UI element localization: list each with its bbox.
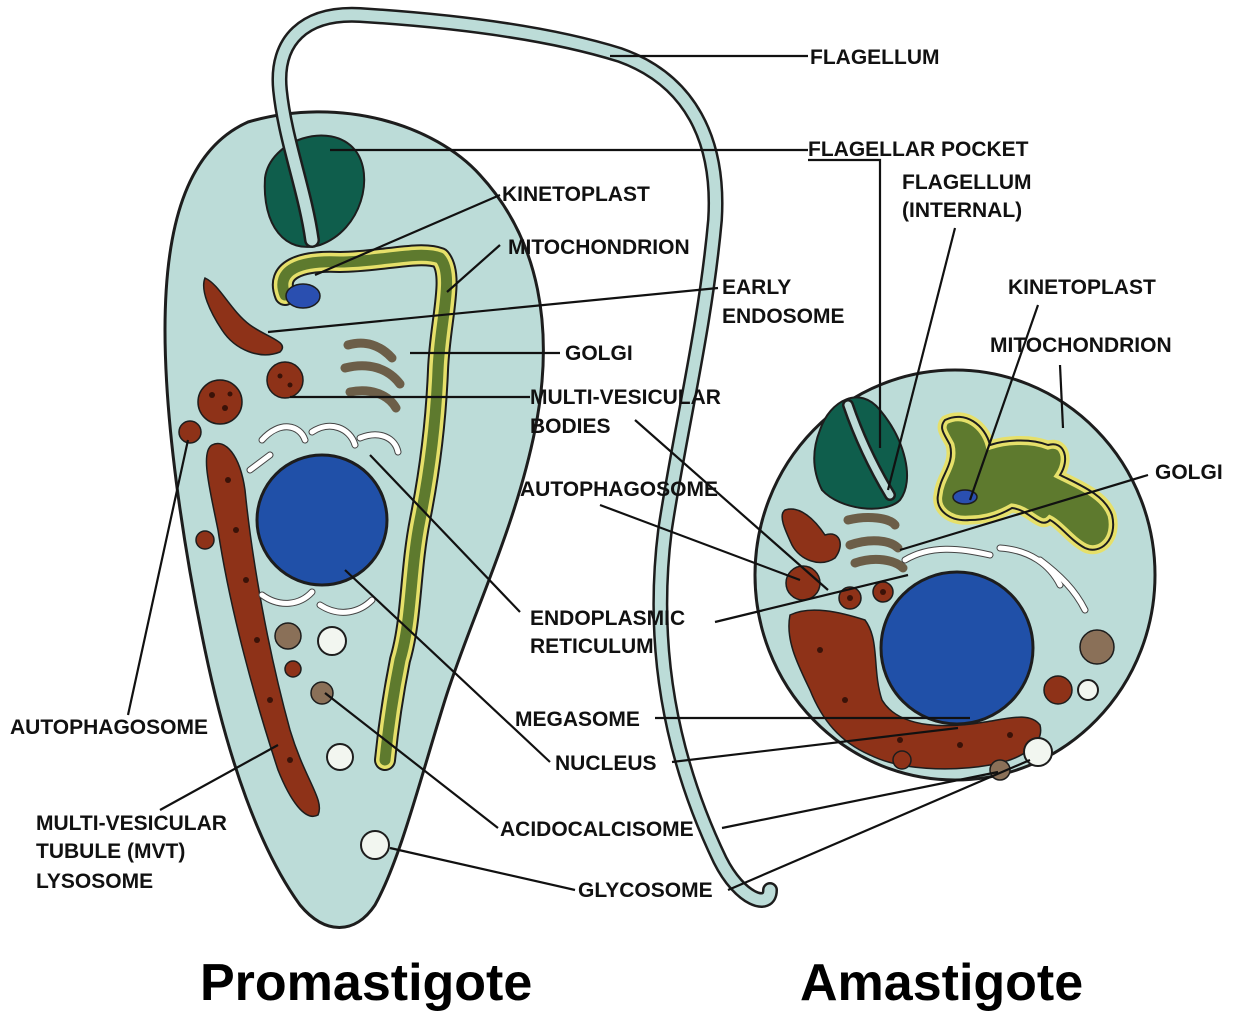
title-amastigote: Amastigote bbox=[800, 954, 1083, 1012]
label-er-1: ENDOPLASMIC bbox=[530, 607, 685, 630]
label-early-endosome-2: ENDOSOME bbox=[722, 305, 845, 328]
promastigote-kinetoplast bbox=[286, 284, 320, 308]
promastigote-glycosome-2 bbox=[327, 744, 353, 770]
label-nucleus: NUCLEUS bbox=[555, 752, 657, 775]
promastigote-glycosome-3 bbox=[361, 831, 389, 859]
amastigote-nucleus bbox=[881, 572, 1033, 724]
label-glycosome: GLYCOSOME bbox=[578, 879, 713, 902]
label-mvb-1: MULTI-VESICULAR bbox=[530, 386, 721, 409]
label-golgi-promastigote: GOLGI bbox=[565, 342, 633, 365]
label-flagellar-pocket: FLAGELLAR POCKET bbox=[808, 138, 1029, 161]
label-autophagosome-left: AUTOPHAGOSOME bbox=[10, 716, 208, 739]
promastigote-glycosome-1 bbox=[318, 627, 346, 655]
promastigote-cell bbox=[165, 15, 770, 928]
label-acidocalcisome: ACIDOCALCISOME bbox=[500, 818, 694, 841]
label-kinetoplast-promastigote: KINETOPLAST bbox=[502, 183, 650, 206]
label-megasome: MEGASOME bbox=[515, 708, 640, 731]
label-golgi-amastigote: GOLGI bbox=[1155, 461, 1223, 484]
label-flagellum: FLAGELLUM bbox=[810, 46, 939, 69]
label-mvt-2: TUBULE (MVT) bbox=[36, 840, 185, 863]
label-mvt-1: MULTI-VESICULAR bbox=[36, 812, 227, 835]
label-kinetoplast-amastigote: KINETOPLAST bbox=[1008, 276, 1156, 299]
promastigote-nucleus bbox=[257, 455, 387, 585]
promastigote-mvb-1 bbox=[198, 380, 242, 424]
promastigote-acidocalcisome-1 bbox=[275, 623, 301, 649]
label-mvt-3: LYSOSOME bbox=[36, 870, 153, 893]
promastigote-autophagosome bbox=[179, 421, 201, 443]
label-autophagosome-mid: AUTOPHAGOSOME bbox=[520, 478, 718, 501]
promastigote-mvb-2 bbox=[267, 362, 303, 398]
label-mitochondrion-promastigote: MITOCHONDRION bbox=[508, 236, 690, 259]
label-flagellum-internal-1: FLAGELLUM bbox=[902, 171, 1031, 194]
label-mitochondrion-amastigote: MITOCHONDRION bbox=[990, 334, 1172, 357]
amastigote-glycosome-2 bbox=[1078, 680, 1098, 700]
promastigote-autophagosome-2 bbox=[196, 531, 214, 549]
amastigote-autophagosome bbox=[786, 566, 820, 600]
amastigote-acidocalcisome-1 bbox=[1080, 630, 1114, 664]
label-mvb-2: BODIES bbox=[530, 415, 611, 438]
title-promastigote: Promastigote bbox=[200, 954, 532, 1012]
promastigote-acidocalcisome-2 bbox=[311, 682, 333, 704]
label-er-2: RETICULUM bbox=[530, 635, 654, 658]
label-early-endosome-1: EARLY bbox=[722, 276, 791, 299]
label-flagellum-internal-2: (INTERNAL) bbox=[902, 199, 1022, 222]
